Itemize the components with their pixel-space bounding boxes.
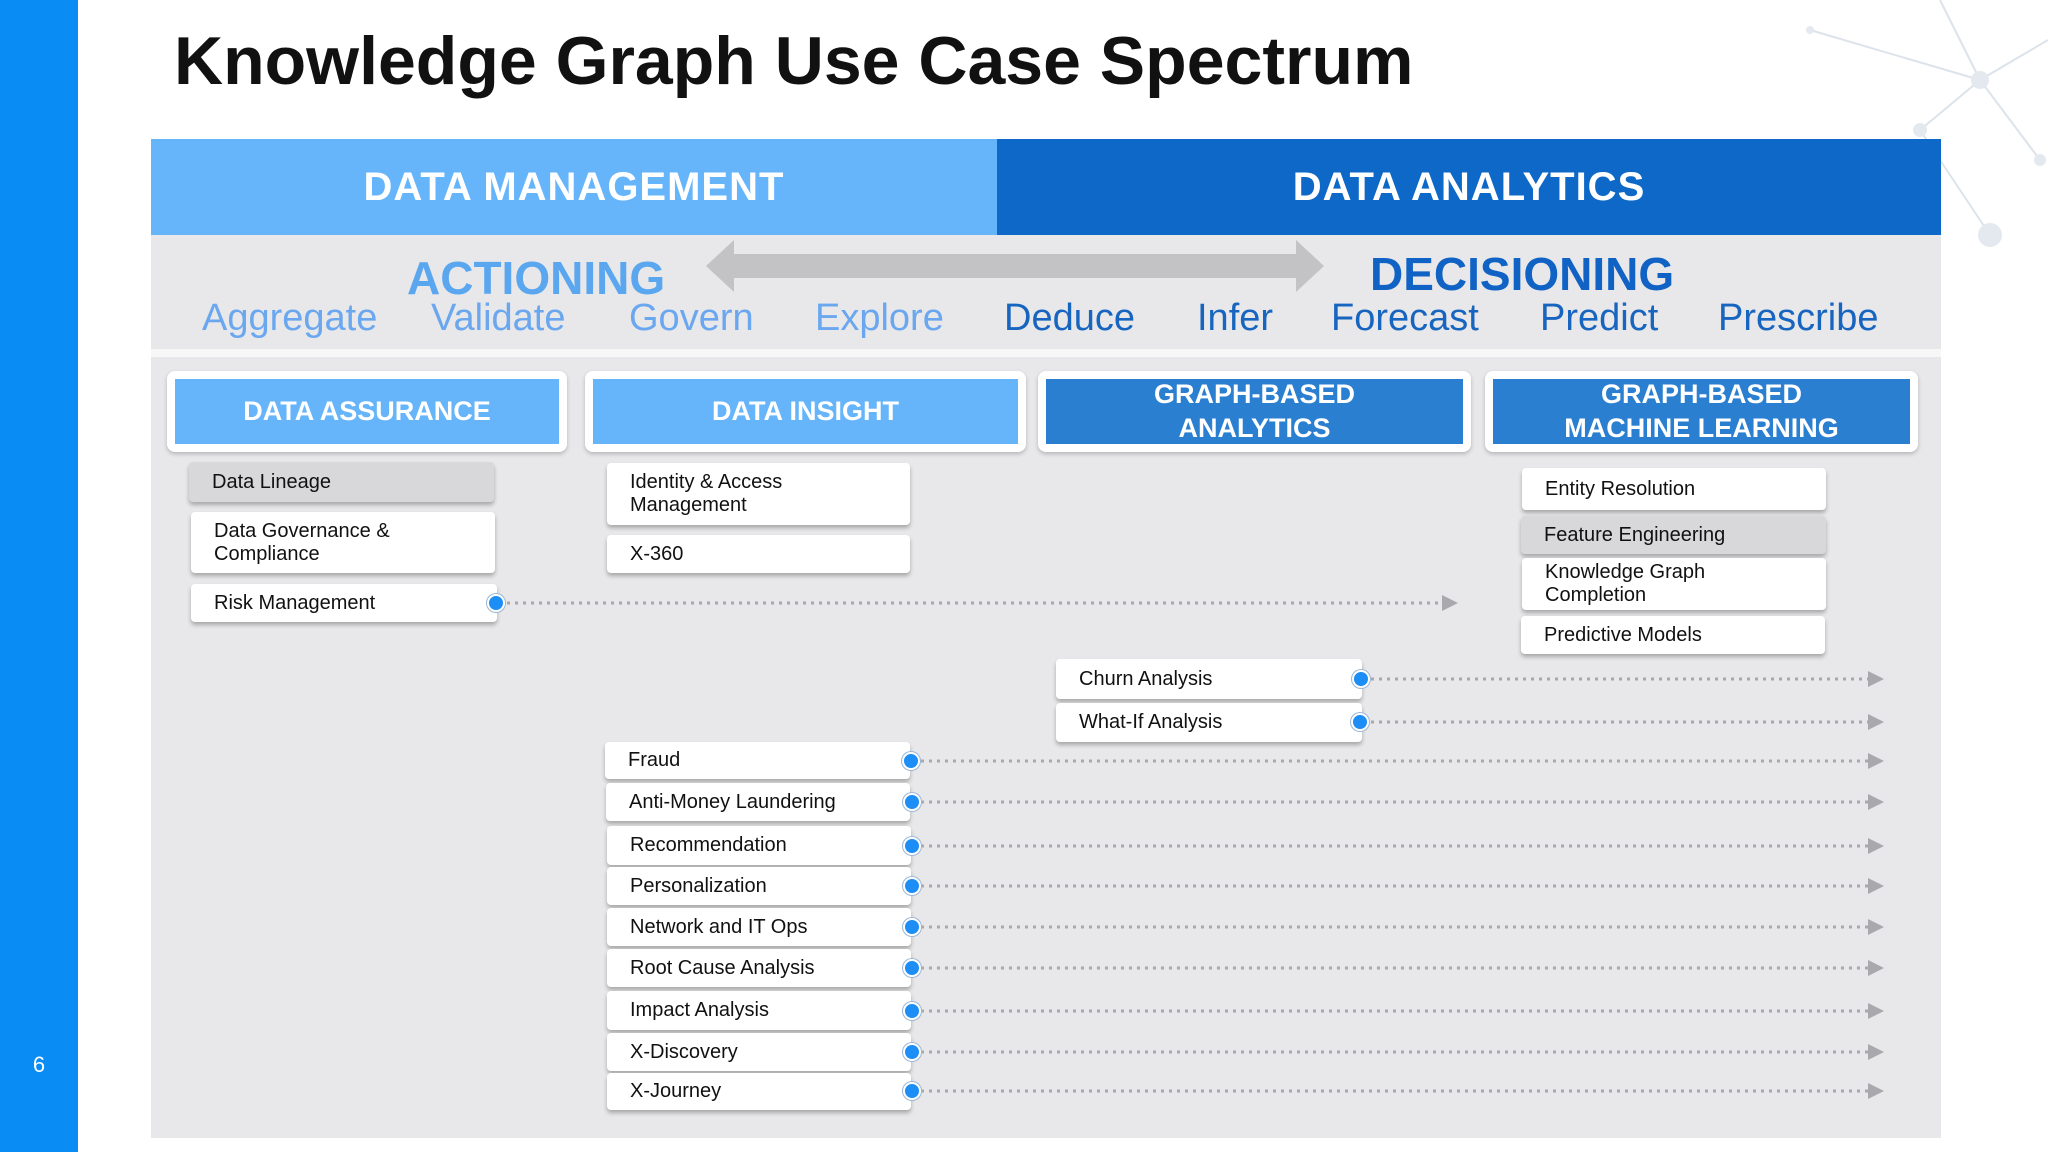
- graph-ml-header-line2: MACHINE LEARNING: [1564, 412, 1839, 443]
- data-insight-header: DATA INSIGHT: [593, 379, 1018, 444]
- decisioning-label: DECISIONING: [1370, 248, 1675, 300]
- data-assurance-header: DATA ASSURANCE: [175, 379, 559, 444]
- item-root-cause-analysis: Root Cause Analysis: [607, 949, 911, 987]
- verb-validate: Validate: [431, 297, 566, 339]
- item-risk-management: Risk Management: [191, 584, 497, 622]
- left-accent-bar: [0, 0, 78, 1152]
- connector-dot: [903, 1043, 921, 1061]
- item-x-journey: X-Journey: [607, 1073, 911, 1110]
- connector-dot: [903, 793, 921, 811]
- connector-dot: [1351, 713, 1369, 731]
- item-fraud: Fraud: [605, 742, 910, 779]
- data-analytics-label: DATA ANALYTICS: [1292, 165, 1646, 209]
- connector-dot: [902, 752, 920, 770]
- item-predictive-models: Predictive Models: [1521, 616, 1825, 654]
- item-kg-completion: Knowledge Graph Completion: [1522, 558, 1826, 610]
- connector-dot: [903, 837, 921, 855]
- connector-dot: [487, 594, 505, 612]
- data-management-band: [151, 139, 997, 235]
- data-insight-card: DATA INSIGHT: [585, 371, 1026, 452]
- item-x-360: X-360: [607, 535, 910, 573]
- page-number: 6: [32, 1052, 46, 1077]
- item-entity-resolution: Entity Resolution: [1522, 468, 1826, 510]
- graph-analytics-header-line2: ANALYTICS: [1178, 412, 1331, 443]
- item-identity-access: Identity & Access Management: [607, 463, 910, 525]
- graph-analytics-header: GRAPH-BASED ANALYTICS: [1046, 379, 1463, 444]
- item-x-discovery: X-Discovery: [607, 1033, 911, 1071]
- verb-govern: Govern: [629, 297, 754, 339]
- connector-dot: [1352, 670, 1370, 688]
- actioning-label: ACTIONING: [407, 252, 666, 304]
- verb-aggregate: Aggregate: [202, 297, 378, 339]
- item-what-if-analysis: What-If Analysis: [1056, 703, 1362, 742]
- verb-deduce: Deduce: [1004, 297, 1135, 339]
- graph-ml-header-line1: GRAPH-BASED: [1600, 378, 1802, 409]
- verb-explore: Explore: [815, 297, 944, 339]
- data-assurance-card: DATA ASSURANCE: [167, 371, 567, 452]
- item-impact-analysis: Impact Analysis: [607, 991, 911, 1030]
- connector-dot: [903, 959, 921, 977]
- item-network-it-ops: Network and IT Ops: [607, 908, 911, 946]
- section-divider: [151, 349, 1941, 357]
- network-decoration-icon: [1806, 0, 2048, 247]
- double-arrow-icon: [706, 240, 1324, 292]
- data-management-label: DATA MANAGEMENT: [363, 165, 785, 209]
- connector-dot: [903, 877, 921, 895]
- item-personalization: Personalization: [607, 867, 911, 905]
- connector-dot: [903, 918, 921, 936]
- graph-analytics-card: GRAPH-BASED ANALYTICS: [1038, 371, 1471, 452]
- item-anti-money-laundering: Anti-Money Laundering: [606, 783, 910, 821]
- data-analytics-band: [997, 139, 1941, 235]
- connector-dot: [903, 1082, 921, 1100]
- item-churn-analysis: Churn Analysis: [1056, 659, 1362, 699]
- graph-analytics-header-line1: GRAPH-BASED: [1153, 378, 1355, 409]
- item-data-lineage: Data Lineage: [189, 462, 494, 502]
- item-feature-engineering: Feature Engineering: [1521, 516, 1826, 554]
- graph-ml-card: GRAPH-BASED MACHINE LEARNING: [1485, 371, 1918, 452]
- connector-dot: [903, 1002, 921, 1020]
- item-recommendation: Recommendation: [607, 826, 911, 865]
- slide-title: Knowledge Graph Use Case Spectrum: [174, 23, 1414, 99]
- verb-infer: Infer: [1197, 297, 1274, 339]
- graph-ml-header: GRAPH-BASED MACHINE LEARNING: [1493, 379, 1910, 444]
- verb-predict: Predict: [1540, 297, 1659, 339]
- verb-prescribe: Prescribe: [1718, 297, 1879, 339]
- item-data-governance: Data Governance & Compliance: [191, 512, 495, 573]
- verb-forecast: Forecast: [1331, 297, 1479, 339]
